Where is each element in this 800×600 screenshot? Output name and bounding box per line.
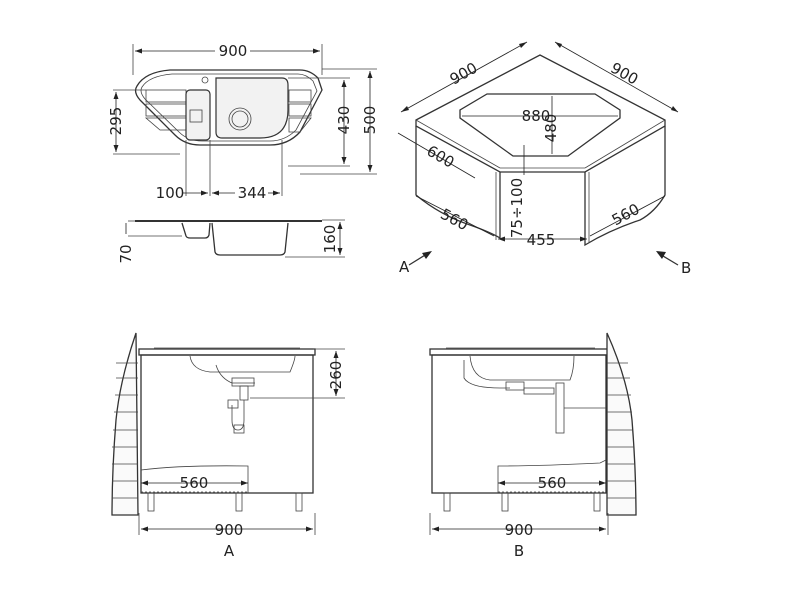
- elevation-b: 560 900 B: [429, 332, 637, 560]
- elev-a-560-label: 560: [180, 474, 209, 492]
- elev-b-560-label: 560: [538, 474, 567, 492]
- top-width-label: 900: [219, 42, 248, 60]
- iso-560-left-label: 560: [437, 205, 471, 234]
- top-295-label: 295: [107, 107, 125, 136]
- top-view: 900 295 430: [107, 42, 379, 202]
- elev-a-caption: A: [224, 542, 235, 560]
- elevation-a: 260 560 900 A: [111, 332, 345, 560]
- side-160-label: 160: [321, 225, 339, 254]
- iso-455-label: 455: [527, 231, 556, 249]
- iso-880-label: 880: [522, 107, 551, 125]
- iso-480-label: 480: [542, 114, 560, 143]
- side-70-label: 70: [117, 244, 135, 263]
- elev-b-900-label: 900: [505, 521, 534, 539]
- top-100-label: 100: [156, 184, 185, 202]
- top-500-label: 500: [361, 106, 379, 135]
- top-430-label: 430: [335, 106, 353, 135]
- top-344-label: 344: [238, 184, 267, 202]
- iso-view: 900 900 880 480 600 560 560 455 75÷100 A: [397, 41, 691, 277]
- elev-a-260-label: 260: [327, 361, 345, 390]
- iso-900-right-label: 900: [608, 59, 642, 89]
- side-view: 70 160: [117, 219, 345, 264]
- elev-a-900-label: 900: [215, 521, 244, 539]
- view-a-marker: A: [399, 258, 410, 276]
- iso-75-100-label: 75÷100: [508, 178, 526, 238]
- view-b-marker: B: [681, 259, 691, 277]
- elev-b-caption: B: [514, 542, 524, 560]
